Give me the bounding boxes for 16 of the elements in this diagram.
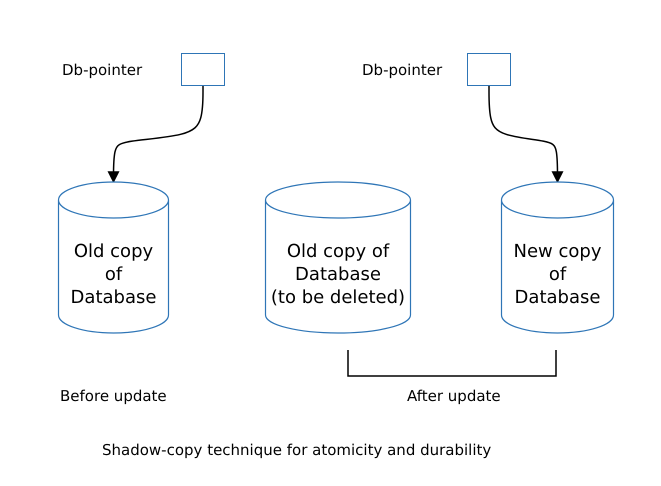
- database-cylinder: [58, 182, 169, 334]
- database-cylinder: [501, 182, 614, 334]
- cylinder-label: (to be deleted): [270, 286, 406, 309]
- group-label: After update: [407, 387, 501, 405]
- arrow: [488, 86, 564, 184]
- pointer-label: Db-pointer: [62, 61, 142, 79]
- cylinder-label: Old copy of Database: [70, 240, 158, 309]
- group-label: Before update: [60, 387, 167, 405]
- database-cylinder: [265, 182, 411, 334]
- cylinder-label: Old copy of Database: [286, 240, 390, 286]
- pointer-label: Db-pointer: [362, 61, 442, 79]
- pointer-box: [181, 53, 225, 86]
- caption: Shadow-copy technique for atomicity and durability: [102, 441, 492, 459]
- cylinder-label: New copy of Database: [512, 240, 602, 309]
- arrow: [108, 86, 204, 184]
- pointer-box: [467, 53, 511, 86]
